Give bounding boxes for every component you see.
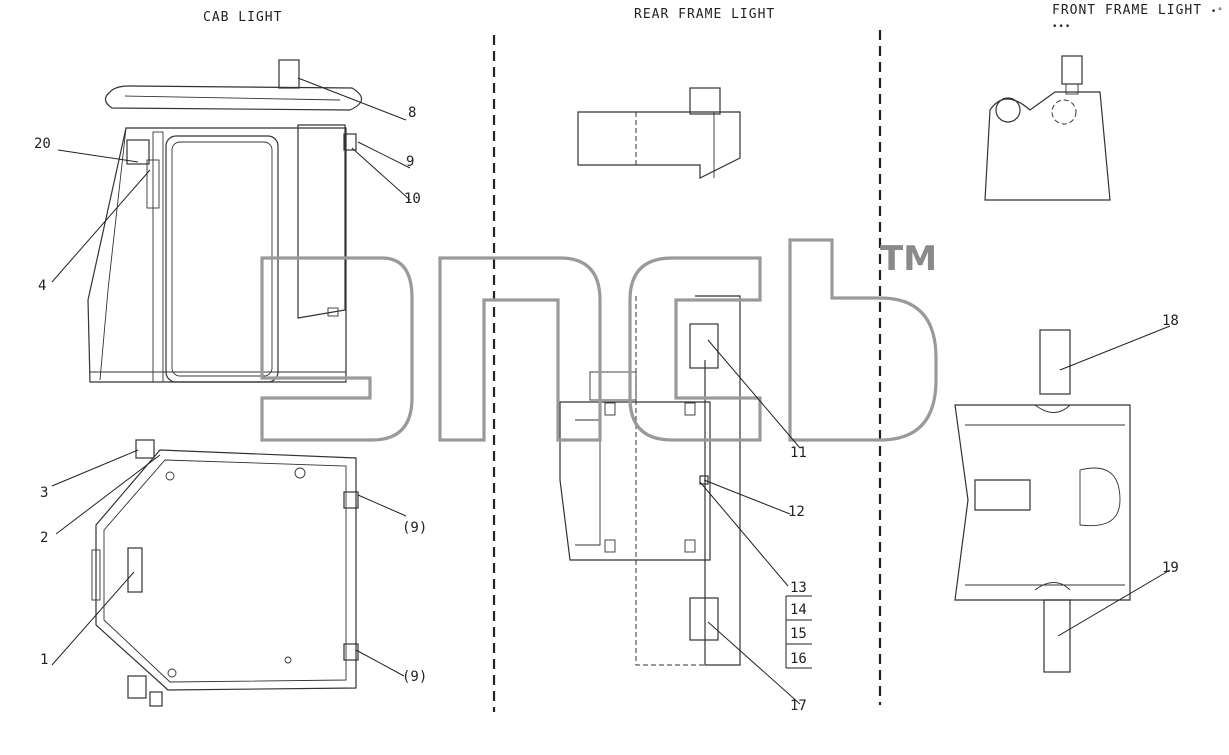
callout-8: 8 [408,105,416,121]
title-rear-frame-light: REAR FRAME LIGHT [634,7,776,22]
title-front-frame-light: FRONT FRAME LIGHT •° ••• [1052,3,1229,33]
rear-frame-main-detail [559,295,741,666]
callout-11: 11 [790,445,807,461]
callout-9: 9 [406,154,414,170]
title-front-frame-light-text: FRONT FRAME LIGHT [1052,3,1203,18]
callout-2: 2 [40,530,48,546]
callout-1: 1 [40,652,48,668]
callout-4: 4 [38,278,46,294]
cab-top-view [91,439,359,707]
callout-leaders [51,77,1171,705]
callout-9-reference-b: (9) [402,669,427,685]
callout-15: 15 [790,626,807,642]
callout-12: 12 [788,504,805,520]
callout-20: 20 [34,136,51,152]
callout-10: 10 [404,191,421,207]
watermark-tm: TM [880,239,937,279]
title-front-frame-light-suffix: •° ••• [1052,7,1224,32]
rear-frame-top-detail [577,87,741,179]
front-frame-main-detail [954,329,1131,673]
title-cab-light: CAB LIGHT [203,10,283,25]
callout-13: 13 [790,580,807,596]
callout-3: 3 [40,485,48,501]
callout-17: 17 [790,698,807,714]
callout-16: 16 [790,651,807,667]
watermark-logo: TM [260,238,938,442]
callout-stack-box [785,595,812,669]
callout-9-reference-a: (9) [402,520,427,536]
front-frame-top-detail [984,55,1111,201]
cab-side-view [87,59,363,383]
callout-19: 19 [1162,560,1179,576]
callout-18: 18 [1162,313,1179,329]
callout-14: 14 [790,602,807,618]
